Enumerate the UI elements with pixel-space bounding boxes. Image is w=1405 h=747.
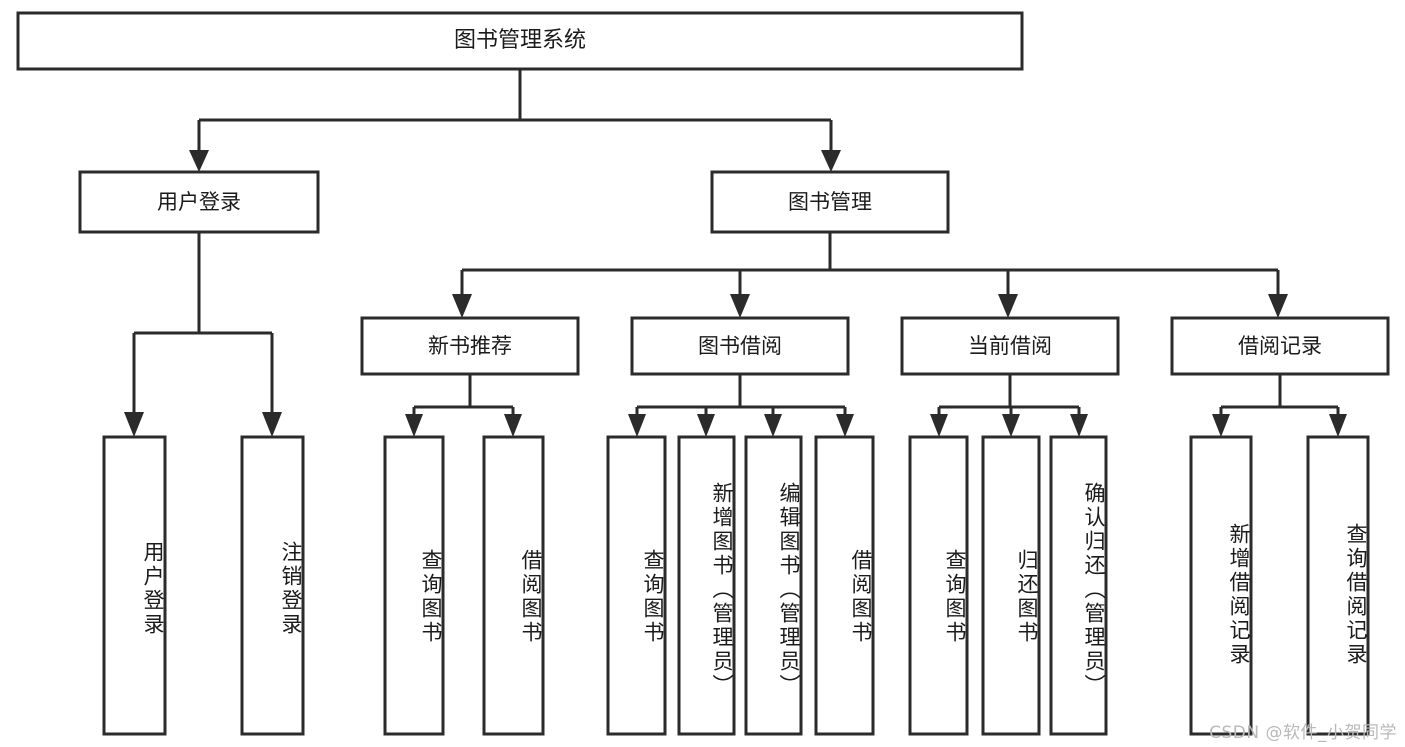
node-leaf-borrow-book-1[interactable] [482,435,545,736]
node-user-login[interactable] [78,170,320,234]
arrow-to-leaf-add-book [697,414,715,437]
node-leaf-edit-book[interactable] [744,435,803,736]
node-leaf-query-book-3[interactable] [908,435,969,736]
arrow-to-leaf-borrow-book-2 [836,414,854,437]
arrow-to-leaf-add-record [1212,414,1230,437]
node-root[interactable] [16,11,1024,71]
arrow-to-leaf-query-book-2 [628,414,646,437]
node-book-management[interactable] [710,170,950,234]
arrow-to-leaf-query-book-1 [405,414,423,437]
arrow-to-leaf-query-book-3 [930,414,948,437]
arrow-to-leaf-logout [262,412,282,437]
arrow-to-leaf-edit-book [764,414,782,437]
connector-layer [124,69,1347,437]
arrow-to-borrow-record [1268,294,1288,318]
node-leaf-query-book-2[interactable] [606,435,667,736]
arrow-to-leaf-confirm-return [1070,414,1088,437]
csdn-watermark: CSDN @软件_小贺同学 [1209,723,1397,743]
node-leaf-query-record[interactable] [1306,435,1370,736]
arrow-to-book-borrow [730,294,750,318]
arrow-to-new-book-recommend [452,294,472,318]
node-new-book-recommend[interactable] [360,316,580,376]
arrow-root-to-user-login [189,150,209,172]
node-leaf-return-book[interactable] [981,435,1041,736]
node-leaf-add-book[interactable] [677,435,736,736]
node-borrow-record[interactable] [1170,316,1390,376]
node-layer [16,11,1390,736]
node-leaf-query-book-1[interactable] [383,435,445,736]
node-leaf-user-login[interactable] [102,435,167,736]
arrow-to-leaf-borrow-book-1 [504,414,522,437]
arrow-root-to-book-management [821,150,841,172]
node-leaf-borrow-book-2[interactable] [814,435,875,736]
arrow-to-leaf-user-login [124,412,144,437]
node-leaf-add-record[interactable] [1189,435,1253,736]
arrow-to-leaf-return-book [1002,414,1020,437]
arrow-to-leaf-query-record [1329,414,1347,437]
arrow-to-current-borrow [998,294,1018,318]
node-current-borrow[interactable] [900,316,1120,376]
node-leaf-logout[interactable] [240,435,305,736]
node-leaf-confirm-return[interactable] [1049,435,1108,736]
node-book-borrow[interactable] [630,316,850,376]
